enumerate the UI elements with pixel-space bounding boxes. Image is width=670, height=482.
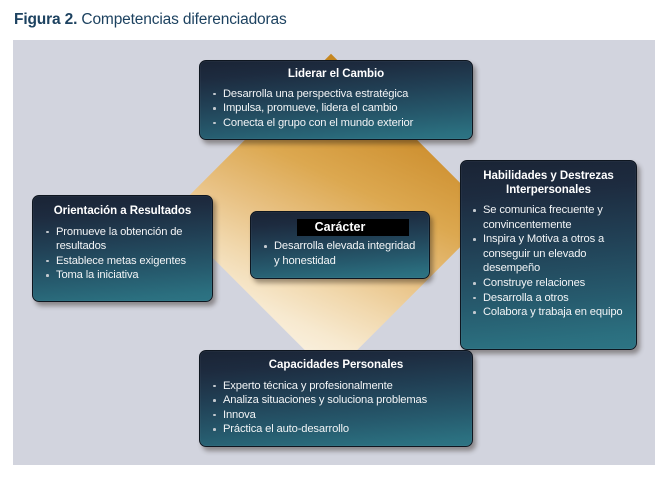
list-item: Experto técnica y profesionalmente bbox=[210, 379, 462, 394]
list-item: Establece metas exigentes bbox=[43, 254, 202, 269]
node-title: Orientación a Resultados bbox=[53, 205, 192, 217]
node-title: Liderar el Cambio bbox=[287, 68, 385, 80]
diagram-panel: Liderar el Cambio Desarrolla una perspec… bbox=[13, 40, 655, 465]
caracter-title-area: Carácter bbox=[261, 219, 419, 236]
node-title: Capacidades Personales bbox=[268, 359, 404, 371]
list-item: Impulsa, promueve, lidera el cambio bbox=[210, 101, 462, 116]
figure-title: Competencias diferenciadoras bbox=[81, 11, 287, 28]
list-item: Analiza situaciones y soluciona problema… bbox=[210, 393, 462, 408]
figure-label: Figura 2. bbox=[14, 11, 78, 28]
node-liderar-el-cambio[interactable]: Liderar el Cambio Desarrolla una perspec… bbox=[199, 60, 473, 140]
node-title: Carácter bbox=[314, 220, 366, 234]
list-item: Colabora y trabaja en equipo bbox=[470, 305, 627, 320]
list-item: Desarrolla elevada integridad y honestid… bbox=[261, 239, 419, 269]
list-item: Promueve la obtención de resultados bbox=[43, 225, 202, 254]
list-item: Se comunica frecuente y convincentemente bbox=[470, 203, 627, 232]
node-bullet-list: Desarrolla elevada integridad y honestid… bbox=[261, 239, 419, 269]
node-habilidades-y-destrezas-interpersonales[interactable]: Habilidades y Destrezas Interpersonales … bbox=[460, 160, 637, 350]
node-capacidades-personales[interactable]: Capacidades Personales Experto técnica y… bbox=[199, 350, 473, 447]
node-bullet-list: Experto técnica y profesionalmente Anali… bbox=[210, 379, 462, 437]
list-item: Toma la iniciativa bbox=[43, 268, 202, 283]
list-item: Innova bbox=[210, 408, 462, 423]
node-orientacion-a-resultados[interactable]: Orientación a Resultados Promueve la obt… bbox=[32, 195, 213, 302]
node-bullet-list: Promueve la obtención de resultados Esta… bbox=[43, 225, 202, 283]
node-title: Habilidades y Destrezas Interpersonales bbox=[483, 170, 614, 196]
list-item: Práctica el auto-desarrollo bbox=[210, 422, 462, 437]
list-item: Inspira y Motiva a otros a conseguir un … bbox=[470, 232, 627, 276]
list-item: Conecta el grupo con el mundo exterior bbox=[210, 116, 462, 131]
figure-caption: Figura 2. Competencias diferenciadoras bbox=[14, 11, 287, 29]
redaction-bar bbox=[297, 219, 409, 236]
list-item: Construye relaciones bbox=[470, 276, 627, 291]
node-caracter[interactable]: Carácter Desarrolla elevada integridad y… bbox=[250, 211, 430, 279]
node-bullet-list: Desarrolla una perspectiva estratégica I… bbox=[210, 87, 462, 131]
node-bullet-list: Se comunica frecuente y convincentemente… bbox=[470, 203, 627, 320]
list-item: Desarrolla a otros bbox=[470, 291, 627, 306]
list-item: Desarrolla una perspectiva estratégica bbox=[210, 87, 462, 102]
